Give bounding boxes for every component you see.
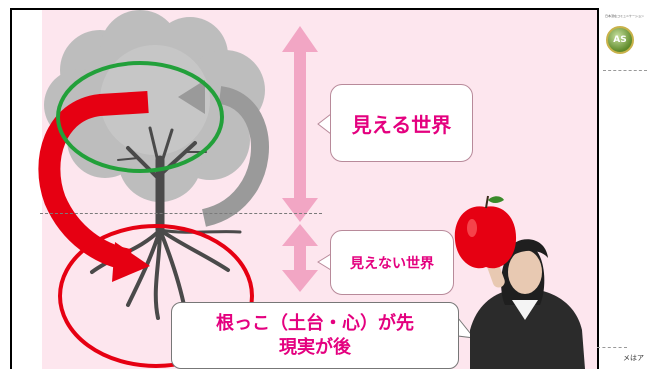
invisible-world-ellipse [58,224,254,368]
side-divider [603,70,647,71]
side-snippet[interactable]: メはア [623,354,644,362]
root-first-line2: 現実が後 [279,336,351,358]
side-panel [601,0,650,369]
side-divider-bottom [597,347,627,348]
invisible-world-label: 見えない世界 [330,230,454,295]
cycle-arrow-icon [178,80,269,227]
visible-world-text: 見える世界 [351,112,452,137]
logo-letters: AS [613,35,627,45]
red-arrow [38,91,150,282]
visible-world-ellipse [56,61,224,173]
root-first-line1: 根っこ（土台・心）が先 [216,312,414,334]
visible-height-arrow [282,26,318,222]
presenter-photo [470,239,585,369]
organization-logo[interactable]: AS [606,26,634,54]
invisible-height-arrow [282,224,318,292]
ground-line [40,213,322,214]
invisible-world-text: 見えない世界 [350,255,434,272]
side-caption: 日本潜在コミュニケーション [605,14,644,18]
apple-icon [454,195,517,269]
visible-world-label: 見える世界 [330,84,473,162]
root-first-callout: 根っこ（土台・心）が先 現実が後 [171,302,459,369]
